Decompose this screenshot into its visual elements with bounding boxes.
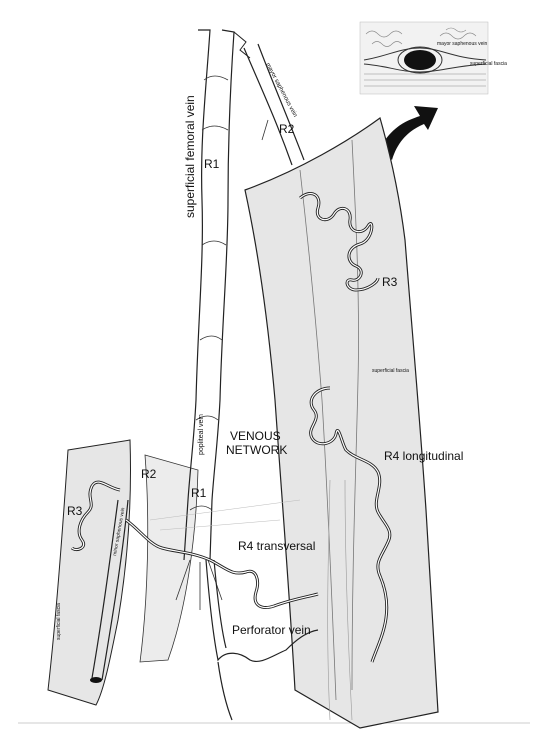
r3-right-label: R3 (382, 275, 398, 289)
venous-network-label-line2: NETWORK (226, 443, 287, 457)
r3-left-label: R3 (67, 504, 83, 518)
r1-upper-label: R1 (204, 157, 220, 171)
r1-lower-label: R1 (191, 486, 207, 500)
superficial-femoral-vein-label: superficial femoral vein (183, 95, 197, 218)
perforator-vein-label: Perforator vein (232, 623, 311, 637)
mayor-saphenous-vein (244, 44, 304, 165)
inset-vein-lumen (404, 50, 436, 70)
left-fascia-sheet (48, 440, 198, 705)
popliteal-vein-label: popliteal vein (198, 414, 205, 455)
superficial-fascia-right-label: superficial fascia (372, 368, 409, 374)
r2-upper-label: R2 (279, 122, 295, 136)
inset-mayor-saphenous-label: mayor saphenous vein (437, 41, 488, 47)
mayor-saphenous-vein-label: mayor saphenous vein (264, 62, 298, 118)
inset-superficial-fascia-label: superficial fascia (470, 61, 507, 67)
inset-cross-section: mayor saphenous vein superficial fascia (360, 22, 507, 94)
venous-network-label-line1: VENOUS (230, 429, 281, 443)
r2-lower-label: R2 (141, 467, 157, 481)
r4-transversal-label: R4 transversal (238, 539, 315, 553)
r4-longitudinal-label: R4 longitudinal (384, 449, 463, 463)
superficial-fascia-left-label: superficial fascia (56, 603, 62, 640)
